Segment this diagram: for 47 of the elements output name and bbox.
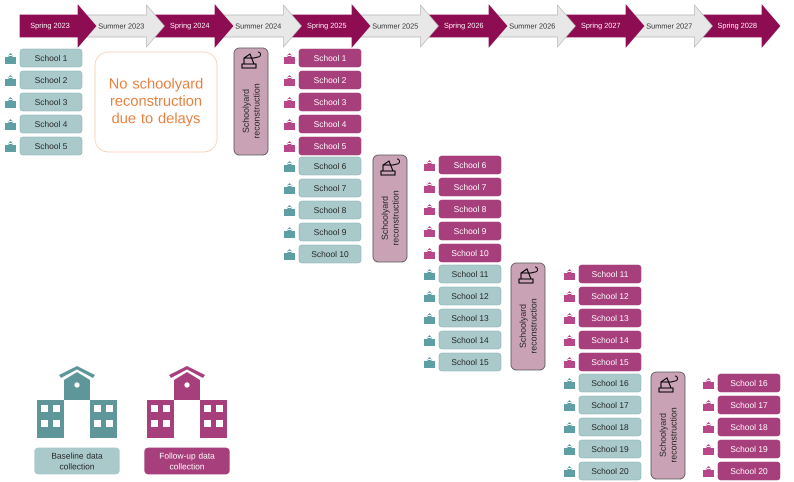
school-box: School 5: [298, 136, 362, 156]
school-box: School 11: [578, 264, 642, 284]
school-box: School 9: [438, 222, 502, 240]
legend-box: Follow-up data collection: [144, 448, 230, 474]
school-box: School 3: [20, 92, 82, 112]
school-box: School 16: [578, 374, 642, 392]
school-box: School 15: [578, 352, 642, 372]
school-box: School 6: [438, 156, 502, 174]
school-box: School 15: [438, 352, 502, 372]
reconstruction-box: Schoolyard reconstruction: [650, 372, 686, 480]
school-box: School 18: [578, 418, 642, 436]
school-box: School 10: [438, 244, 502, 262]
note-box: No schoolyard reconstruction due to delays: [94, 52, 218, 152]
school-box: School 5: [20, 136, 82, 156]
school-box: School 19: [718, 440, 780, 458]
school-box: School 12: [578, 286, 642, 306]
legend-box: Baseline data collection: [34, 448, 120, 474]
school-box: School 7: [298, 178, 362, 198]
school-box: School 13: [438, 308, 502, 328]
school-box: School 4: [20, 114, 82, 134]
reconstruction-box: Schoolyard reconstruction: [372, 154, 408, 262]
school-box: School 20: [578, 462, 642, 480]
school-box: School 16: [718, 374, 780, 392]
school-box: School 6: [298, 156, 362, 176]
school-box: School 14: [438, 330, 502, 350]
school-box: School 18: [718, 418, 780, 436]
school-box: School 14: [578, 330, 642, 350]
school-box: School 17: [578, 396, 642, 414]
school-box: School 2: [298, 70, 362, 90]
school-box: School 17: [718, 396, 780, 414]
school-box: School 12: [438, 286, 502, 306]
school-box: School 2: [20, 70, 82, 90]
school-box: School 11: [438, 264, 502, 284]
school-box: School 8: [298, 200, 362, 220]
school-box: School 1: [298, 48, 362, 68]
reconstruction-box: Schoolyard reconstruction: [510, 262, 546, 370]
school-box: School 1: [20, 48, 82, 68]
school-box: School 3: [298, 92, 362, 112]
school-box: School 7: [438, 178, 502, 196]
school-box: School 8: [438, 200, 502, 218]
school-box: School 10: [298, 244, 362, 264]
school-box: School 19: [578, 440, 642, 458]
school-box: School 4: [298, 114, 362, 134]
reconstruction-box: Schoolyard reconstruction: [234, 48, 268, 156]
school-box: School 9: [298, 222, 362, 242]
school-box: School 20: [718, 462, 780, 480]
school-box: School 13: [578, 308, 642, 328]
